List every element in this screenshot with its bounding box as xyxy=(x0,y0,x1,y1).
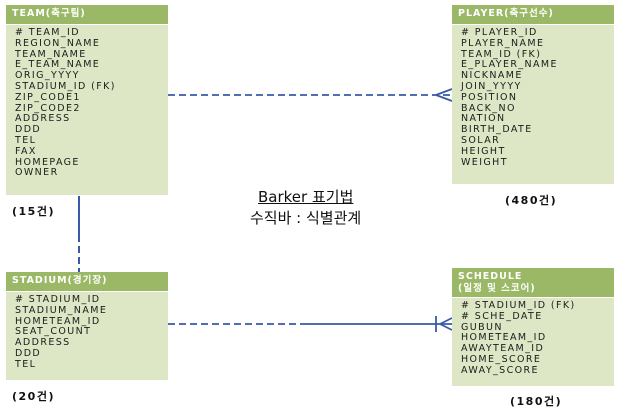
player-attribute: POSITION xyxy=(461,91,518,103)
stadium-attribute: # STADIUM_ID xyxy=(15,294,101,305)
schedule-attribute: GUBUN xyxy=(461,321,503,333)
player-attribute: NATION xyxy=(461,113,506,125)
team-title: TEAM(축구팀) xyxy=(6,5,168,25)
player-attribute: PLAYER_NAME xyxy=(461,37,545,49)
team-attribute: TEAM_NAME xyxy=(15,48,87,60)
team-attribute: OWNER xyxy=(15,167,59,179)
player-attribute: SOLAR xyxy=(461,134,501,146)
team-attribute: REGION_NAME xyxy=(15,37,101,49)
player-crowfoot xyxy=(435,88,453,102)
notation-title: Barker 표기법 xyxy=(258,188,354,206)
team-attribute: TEL xyxy=(15,134,37,146)
schedule-attribute: AWAY_SCORE xyxy=(461,364,539,376)
team-attribute: # TEAM_ID xyxy=(15,27,80,38)
stadium-attribute: TEL xyxy=(15,358,37,370)
schedule-attribute: AWAYTEAM_ID xyxy=(461,343,545,355)
notation-description: 수직바 : 식별관계 xyxy=(250,209,362,227)
player-attribute: E_PLAYER_NAME xyxy=(461,59,558,71)
stadium-attribute: STADIUM_NAME xyxy=(15,304,108,316)
team-attribute: ZIP_CODE1 xyxy=(15,91,81,103)
team-attribute: ORIG_YYYY xyxy=(15,70,80,82)
team-count: (15건) xyxy=(12,205,55,218)
schedule-entity: SCHEDULE (일정 및 스코어) # STADIUM_ID (FK)# S… xyxy=(452,268,614,386)
schedule-title-line2: (일정 및 스코어) xyxy=(458,283,536,294)
stadium-attribute: ADDRESS xyxy=(15,337,71,349)
team-attribute: E_TEAM_NAME xyxy=(15,59,101,71)
team-attribute: ZIP_CODE2 xyxy=(15,102,81,114)
stadium-title: STADIUM(경기장) xyxy=(6,272,168,292)
stadium-count: (20건) xyxy=(12,390,55,403)
stadium-attribute: SEAT_COUNT xyxy=(15,326,92,338)
player-attribute: JOIN_YYYY xyxy=(461,80,522,92)
player-attribute: BACK_NO xyxy=(461,102,516,114)
schedule-crowfoot xyxy=(439,317,453,331)
player-attribute: WEIGHT xyxy=(461,156,508,168)
schedule-count: (180건) xyxy=(510,395,563,408)
schedule-attribute: # STADIUM_ID (FK) xyxy=(461,300,576,311)
schedule-attribute: HOMETEAM_ID xyxy=(461,332,547,344)
stadium-attribute: DDD xyxy=(15,347,42,359)
schedule-attribute: # SCHE_DATE xyxy=(461,310,543,322)
player-attribute: TEAM_ID (FK) xyxy=(461,48,542,60)
stadium-attribute: HOMETEAM_ID xyxy=(15,315,101,327)
schedule-title: SCHEDULE (일정 및 스코어) xyxy=(452,268,614,298)
team-attribute: ADDRESS xyxy=(15,113,71,125)
schedule-attribute: HOME_SCORE xyxy=(461,353,542,365)
team-attribute: DDD xyxy=(15,124,42,136)
player-attribute: NICKNAME xyxy=(461,70,523,82)
team-attribute: HOMEPAGE xyxy=(15,156,80,168)
player-count: (480건) xyxy=(505,194,558,207)
player-attribute: BIRTH_DATE xyxy=(461,124,533,136)
team-attribute: STADIUM_ID (FK) xyxy=(15,80,116,92)
player-title: PLAYER(축구선수) xyxy=(452,5,614,25)
player-attribute: # PLAYER_ID xyxy=(461,27,538,38)
player-attribute: HEIGHT xyxy=(461,145,506,157)
team-attribute: FAX xyxy=(15,145,37,157)
schedule-title-line1: SCHEDULE xyxy=(458,271,523,282)
